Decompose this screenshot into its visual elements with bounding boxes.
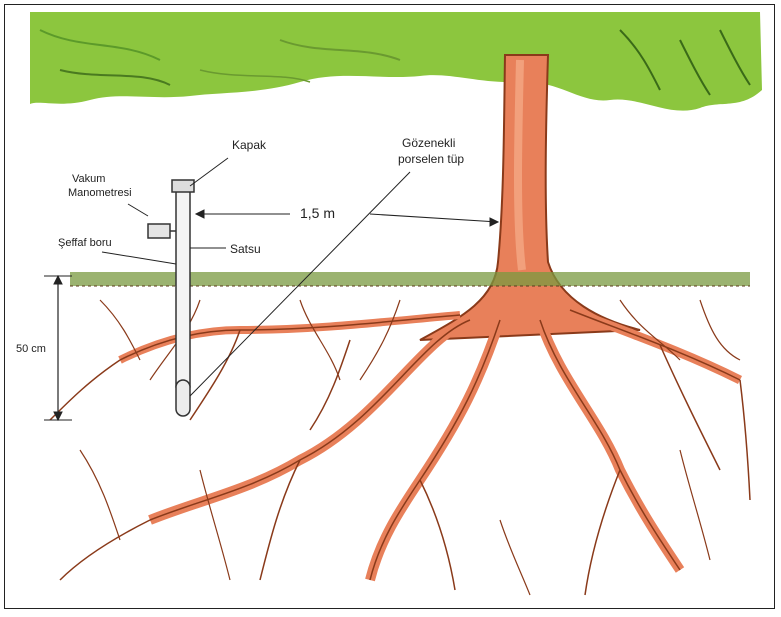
label-satsu: Satsu <box>230 242 261 256</box>
label-kapak: Kapak <box>232 138 266 152</box>
soil-surface <box>70 272 750 286</box>
label-gozenekli: Gözenekli <box>402 136 455 150</box>
tree-roots <box>50 300 750 595</box>
label-manometresi: Manometresi <box>68 186 132 200</box>
label-depth: 50 cm <box>16 342 46 356</box>
label-seffaf-boru: Şeffaf boru <box>58 236 112 250</box>
label-distance: 1,5 m <box>300 206 335 220</box>
label-porselen-tup: porselen tüp <box>398 152 464 166</box>
tree-canopy <box>30 12 762 111</box>
tensiometer <box>148 180 194 416</box>
label-vakum: Vakum <box>72 172 105 186</box>
